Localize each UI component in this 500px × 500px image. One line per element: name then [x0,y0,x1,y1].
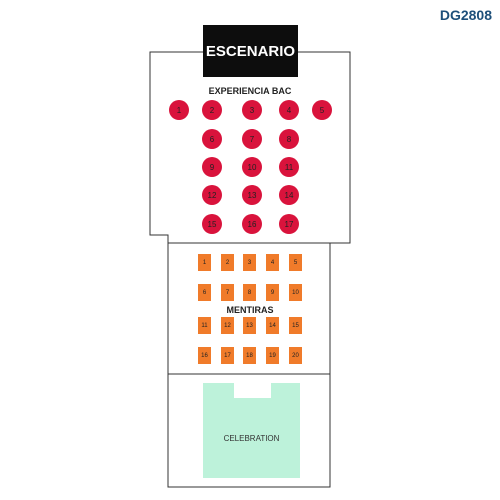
bac-seat-label: 9 [209,162,215,172]
mentiras-table-label: 13 [246,322,253,329]
bac-seat-1[interactable]: 1 [169,100,189,120]
mentiras-table-label: 15 [292,322,299,329]
mentiras-table-label: 12 [224,322,231,329]
mentiras-table-17[interactable]: 17 [221,347,234,364]
bac-seat-label: 10 [247,162,257,172]
celebration-area [203,383,300,478]
mentiras-table-label: 17 [224,352,231,359]
mentiras-table-label: 9 [270,289,275,296]
mentiras-table-11[interactable]: 11 [198,317,211,334]
mentiras-table-16[interactable]: 16 [198,347,211,364]
bac-seat-label: 8 [286,134,292,144]
bac-seat-3[interactable]: 3 [242,100,262,120]
bac-seat-8[interactable]: 8 [279,129,299,149]
bac-seat-label: 15 [207,219,217,229]
mentiras-table-8[interactable]: 8 [243,284,256,301]
mentiras-table-14[interactable]: 14 [266,317,279,334]
bac-seat-12[interactable]: 12 [202,185,222,205]
mentiras-table-5[interactable]: 5 [289,254,302,271]
mentiras-table-label: 2 [225,259,230,266]
mentiras-table-13[interactable]: 13 [243,317,256,334]
mentiras-table-15[interactable]: 15 [289,317,302,334]
mentiras-table-7[interactable]: 7 [221,284,234,301]
mentiras-table-label: 6 [202,289,207,296]
mentiras-table-label: 20 [292,352,299,359]
mentiras-table-label: 4 [270,259,275,266]
bac-seat-label: 7 [249,134,255,144]
mentiras-table-label: 3 [247,259,252,266]
mentiras-table-label: 19 [269,352,276,359]
bac-seat-label: 5 [319,105,325,115]
mentiras-table-label: 18 [246,352,253,359]
bac-seat-label: 12 [207,190,217,200]
mentiras-table-4[interactable]: 4 [266,254,279,271]
celebration-label: CELEBRATION [223,434,280,443]
bac-seat-2[interactable]: 2 [202,100,222,120]
mentiras-table-19[interactable]: 19 [266,347,279,364]
mentiras-table-9[interactable]: 9 [266,284,279,301]
mentiras-table-label: 1 [202,259,207,266]
bac-seat-label: 14 [284,190,294,200]
mentiras-table-label: 5 [293,259,298,266]
bac-seat-14[interactable]: 14 [279,185,299,205]
bac-seat-label: 13 [247,190,257,200]
stage: ESCENARIO [203,25,298,77]
bac-seat-label: 6 [209,134,215,144]
bac-seat-label: 17 [284,219,294,229]
bac-seat-label: 1 [176,105,182,115]
bac-seat-label: 2 [209,105,215,115]
bac-seat-10[interactable]: 10 [242,157,262,177]
bac-seat-7[interactable]: 7 [242,129,262,149]
stage-label: ESCENARIO [205,42,296,60]
bac-seat-label: 16 [247,219,257,229]
bac-seat-16[interactable]: 16 [242,214,262,234]
bac-seat-13[interactable]: 13 [242,185,262,205]
mentiras-table-label: 7 [225,289,230,296]
zone-label-mentiras: MENTIRAS [226,305,274,315]
mentiras-table-1[interactable]: 1 [198,254,211,271]
bac-seat-4[interactable]: 4 [279,100,299,120]
mentiras-table-label: 16 [201,352,208,359]
event-code: DG2808 [439,7,492,23]
mentiras-table-2[interactable]: 2 [221,254,234,271]
bac-seat-9[interactable]: 9 [202,157,222,177]
mentiras-table-3[interactable]: 3 [243,254,256,271]
mentiras-table-12[interactable]: 12 [221,317,234,334]
bac-seat-label: 11 [284,162,294,172]
mentiras-table-6[interactable]: 6 [198,284,211,301]
bac-seat-15[interactable]: 15 [202,214,222,234]
zone-label-bac: EXPERIENCIA BAC [208,86,292,96]
bac-seat-17[interactable]: 17 [279,214,299,234]
bac-seat-11[interactable]: 11 [279,157,299,177]
mentiras-table-18[interactable]: 18 [243,347,256,364]
bac-seat-6[interactable]: 6 [202,129,222,149]
mentiras-table-label: 14 [269,322,276,329]
bac-seat-label: 4 [286,105,292,115]
bac-seat-label: 3 [249,105,255,115]
mentiras-table-20[interactable]: 20 [289,347,302,364]
mentiras-table-label: 8 [247,289,252,296]
mentiras-table-10[interactable]: 10 [289,284,302,301]
bac-seat-5[interactable]: 5 [312,100,332,120]
mentiras-table-label: 11 [201,322,208,329]
mentiras-table-label: 10 [292,289,299,296]
